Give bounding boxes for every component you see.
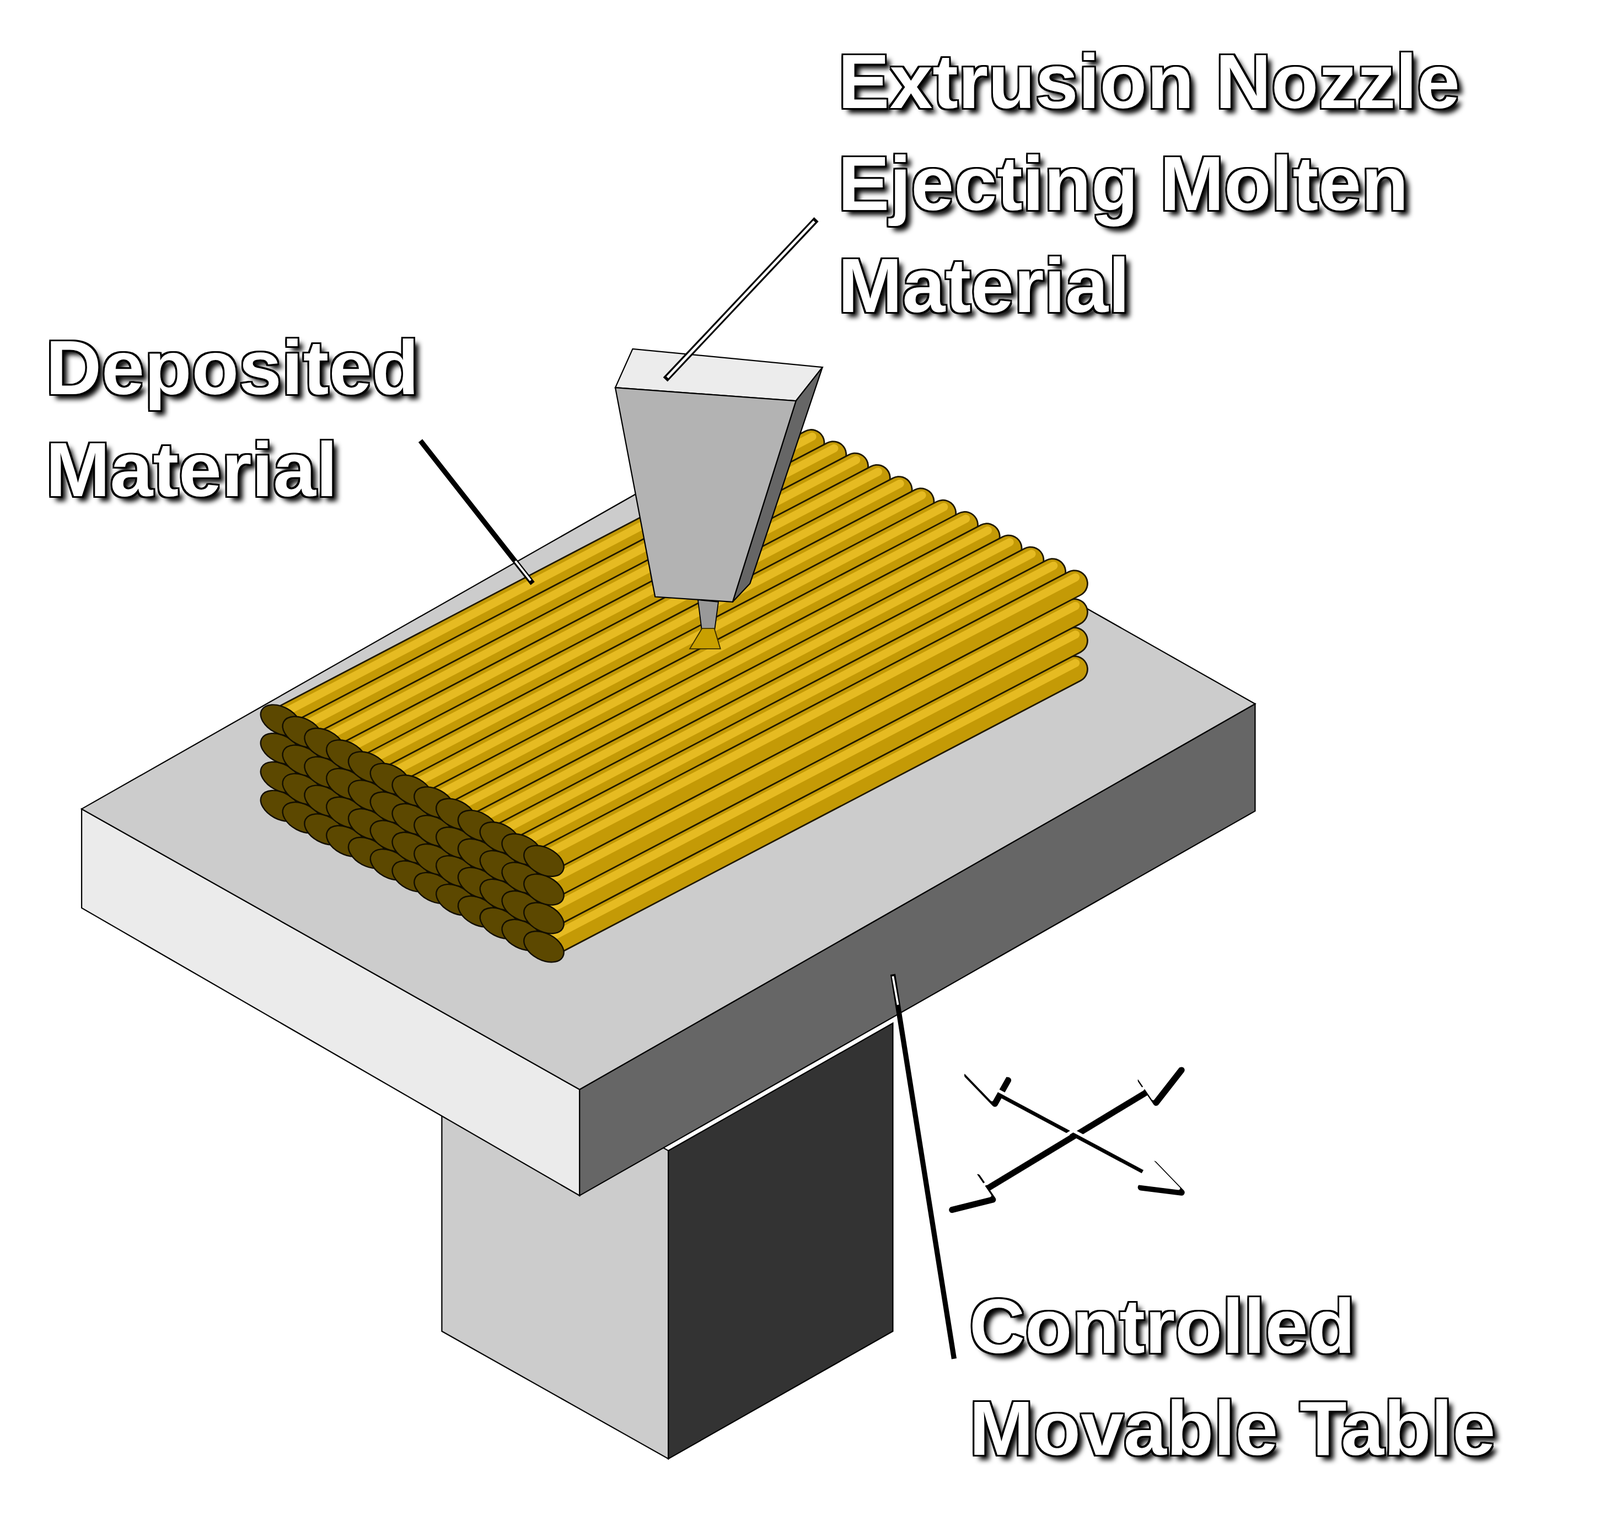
- part-label: Controlled Movable Table: [969, 1275, 1556, 1480]
- material-rod: [496, 565, 1054, 872]
- extrusion-nozzle: [615, 349, 823, 649]
- material-rod: [518, 577, 1076, 883]
- part-label: Extrusion Nozzle Ejecting Molten Materia…: [838, 30, 1533, 337]
- part-label: Deposited Material: [45, 316, 509, 521]
- leader-lines: [420, 219, 955, 1360]
- xy-motion-arrows: [948, 1066, 1182, 1211]
- material-rod: [474, 554, 1032, 860]
